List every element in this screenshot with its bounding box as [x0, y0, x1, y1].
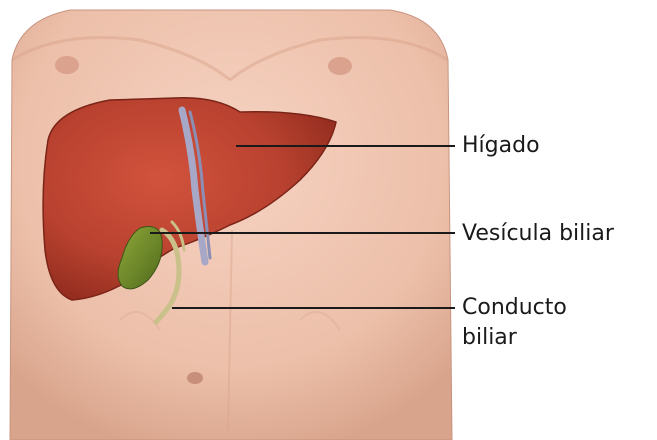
- label-gallbladder: Vesícula biliar: [462, 219, 614, 249]
- left-nipple: [55, 56, 79, 74]
- navel: [187, 372, 203, 384]
- right-nipple: [328, 57, 352, 75]
- label-liver: Hígado: [462, 131, 540, 161]
- label-bile-duct-line2: biliar: [462, 323, 567, 353]
- label-bile-duct: Conducto biliar: [462, 293, 567, 353]
- label-bile-duct-line1: Conducto: [462, 293, 567, 323]
